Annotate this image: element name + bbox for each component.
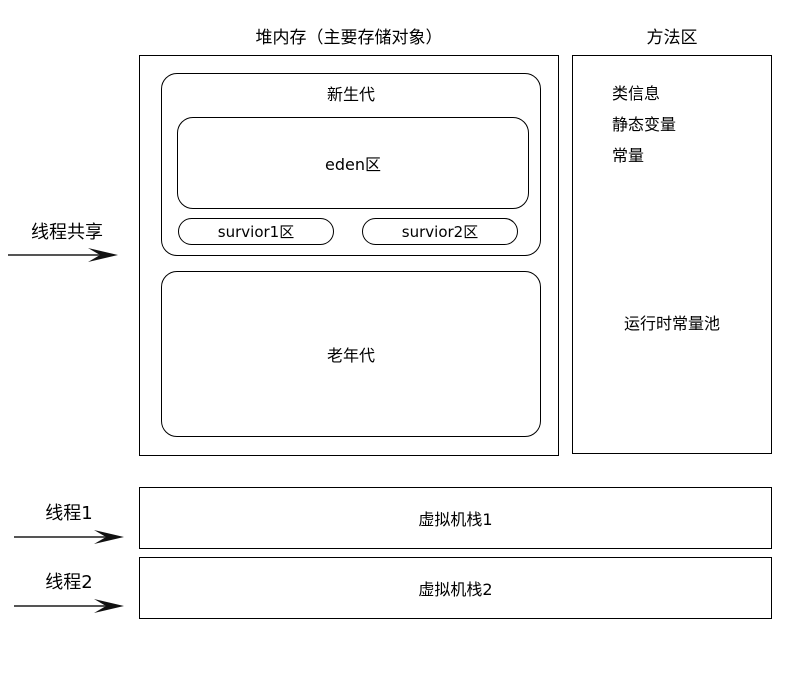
thread-2-label: 线程2 <box>45 572 93 593</box>
survivor1-box: survior1区 <box>178 218 334 245</box>
method-area-box <box>572 55 772 454</box>
thread-1-label: 线程1 <box>45 503 93 524</box>
vm-stack-2-box: 虚拟机栈2 <box>139 557 772 619</box>
runtime-constant-pool-label: 运行时常量池 <box>623 314 720 333</box>
vm-stack-1-box: 虚拟机栈1 <box>139 487 772 549</box>
young-generation-label: 新生代 <box>326 85 375 104</box>
method-area-item-list: 类信息 静态变量 常量 <box>612 78 762 171</box>
thread-1-arrow-icon <box>14 530 136 544</box>
thread-2-arrow-icon <box>14 599 136 613</box>
method-area-item-constants: 常量 <box>612 146 645 165</box>
method-area-item-static-variables: 静态变量 <box>612 115 677 134</box>
old-generation-box: 老年代 <box>161 271 541 437</box>
thread-shared-arrow-icon <box>8 248 130 262</box>
eden-box: eden区 <box>177 117 529 209</box>
heap-title: 堆内存（主要存储对象） <box>255 27 443 48</box>
thread-shared-label: 线程共享 <box>31 222 103 243</box>
survivor2-box: survior2区 <box>362 218 518 245</box>
method-area-item-class-info: 类信息 <box>612 84 661 103</box>
method-area-title: 方法区 <box>646 27 698 48</box>
